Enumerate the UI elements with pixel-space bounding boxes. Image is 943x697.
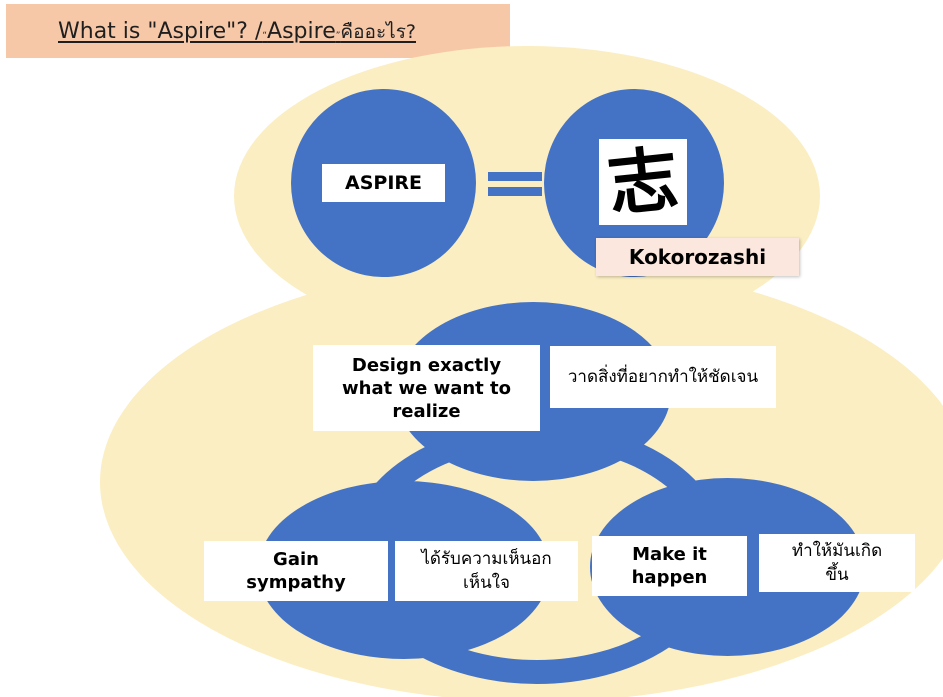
- title-quote-close: ”: [335, 31, 341, 41]
- kanji-image: 志: [599, 136, 687, 227]
- equals-bar-top: [488, 172, 542, 181]
- kokorozashi-label: Kokorozashi: [596, 238, 799, 276]
- title-banner: What is "Aspire"? /“Aspire”คืออะไร?: [6, 4, 510, 58]
- title-english: What is "Aspire"? /: [58, 19, 263, 44]
- title-aspire: Aspire: [267, 19, 336, 44]
- aspire-label: ASPIRE: [322, 164, 445, 202]
- design-label-th: วาดสิ่งที่อยากทำให้ชัดเจน: [550, 346, 776, 408]
- sympathy-label-en: Gain sympathy: [204, 541, 388, 601]
- title-thai: คืออะไร?: [340, 21, 416, 43]
- design-label-en: Design exactly what we want to realize: [313, 345, 540, 431]
- happen-label-en: Make it happen: [592, 536, 747, 596]
- page-title: What is "Aspire"? /“Aspire”คืออะไร?: [58, 17, 416, 47]
- title-quote-open: “: [262, 31, 268, 41]
- happen-label-th: ทำให้มันเกิดขึ้น: [759, 534, 915, 592]
- sympathy-label-th: ได้รับความเห็นอกเห็นใจ: [395, 541, 578, 601]
- equals-bar-bottom: [488, 187, 542, 196]
- kanji-character: 志: [603, 136, 683, 227]
